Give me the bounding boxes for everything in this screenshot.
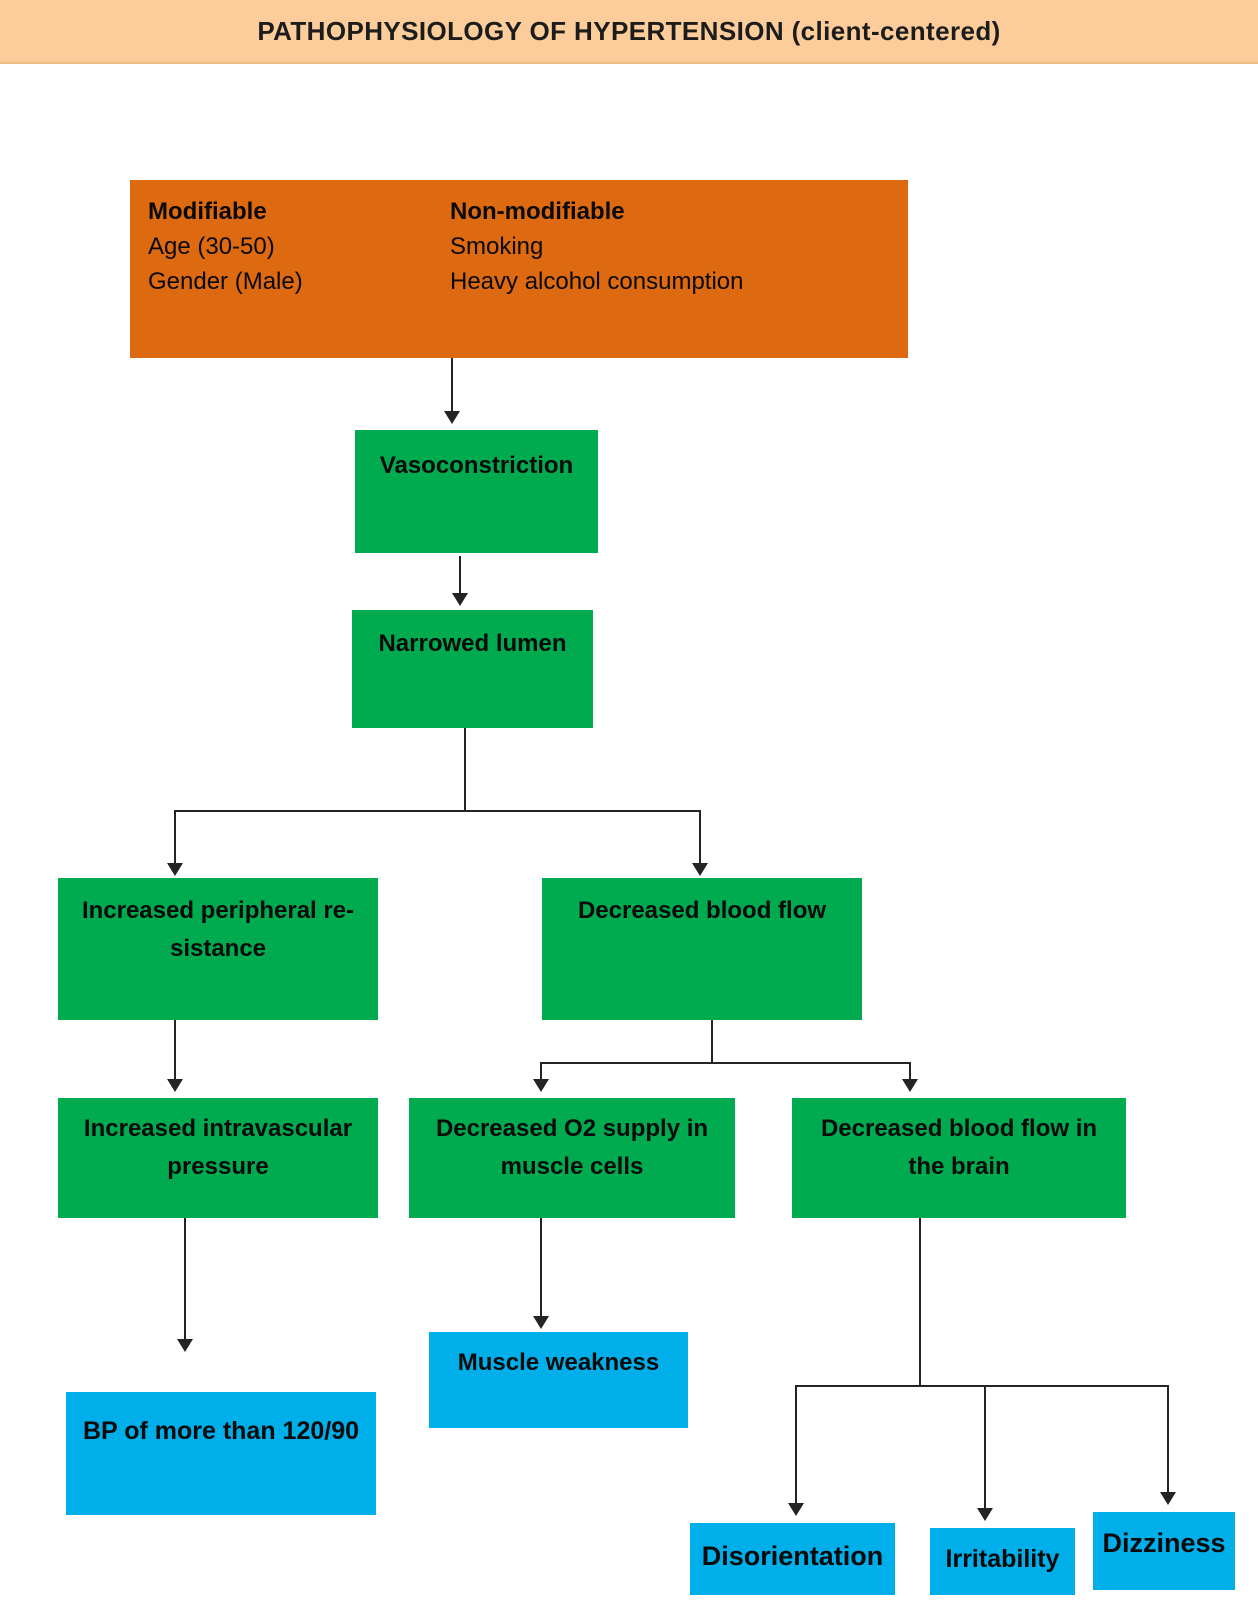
connector-blood-flow-branch-bar — [541, 1062, 911, 1064]
node-irritability: Irritability — [930, 1528, 1075, 1595]
non-modifiable-heading: Non-modifiable — [450, 198, 625, 225]
connector-branch-to-resistance — [174, 810, 176, 864]
connector-branch-to-o2-supply — [540, 1062, 542, 1080]
arrowhead-o2-supply — [533, 1079, 549, 1092]
connector-branch-to-blood-flow — [699, 810, 701, 864]
connector-branch-to-dizziness — [1167, 1385, 1169, 1492]
node-vasoconstriction: Vasoconstriction — [355, 430, 598, 553]
arrowhead-brain-flow — [902, 1079, 918, 1092]
arrowhead-decreased-blood-flow — [692, 863, 708, 876]
connector-branch-to-disorientation — [795, 1385, 797, 1503]
node-increased-intravascular-pressure: Increased intravascular pressure — [58, 1098, 378, 1218]
arrowhead-intravascular-pressure — [167, 1079, 183, 1092]
connector-narrowed-branch-bar — [175, 810, 701, 812]
arrowhead-irritability — [977, 1508, 993, 1521]
arrowhead-narrowed-lumen — [452, 593, 468, 606]
node-increased-peripheral-resistance: Increased peripheral re- sistance — [58, 878, 378, 1020]
connector-brain-branch-bar — [796, 1385, 1169, 1387]
risk-factors-box: Modifiable Age (30-50) Gender (Male) Non… — [130, 180, 908, 358]
modifiable-heading: Modifiable — [148, 198, 267, 225]
arrowhead-peripheral-resistance — [167, 863, 183, 876]
node-decreased-blood-flow-brain: Decreased blood flow in the brain — [792, 1098, 1126, 1218]
arrowhead-disorientation — [788, 1503, 804, 1516]
connector-blood-flow-branch-stem — [711, 1020, 713, 1064]
node-dizziness: Dizziness — [1093, 1512, 1235, 1590]
modifiable-item: Gender (Male) — [148, 268, 303, 295]
node-narrowed-lumen: Narrowed lumen — [352, 610, 593, 728]
header-band: PATHOPHYSIOLOGY OF HYPERTENSION (client-… — [0, 0, 1258, 64]
node-decreased-o2-supply: Decreased O2 supply in muscle cells — [409, 1098, 735, 1218]
node-bp-more-than-120-90: BP of more than 120/90 — [66, 1392, 376, 1515]
connector-pressure-to-bp — [184, 1218, 186, 1340]
node-decreased-blood-flow: Decreased blood flow — [542, 878, 862, 1020]
connector-brain-branch-stem — [919, 1218, 921, 1387]
arrowhead-bp — [177, 1339, 193, 1352]
connector-o2-to-muscle-weakness — [540, 1218, 542, 1317]
arrowhead-vasoconstriction — [444, 411, 460, 424]
node-disorientation: Disorientation — [690, 1523, 895, 1595]
arrowhead-dizziness — [1160, 1492, 1176, 1505]
modifiable-column: Modifiable Age (30-50) Gender (Male) — [148, 194, 303, 299]
non-modifiable-column: Non-modifiable Smoking Heavy alcohol con… — [450, 194, 744, 299]
node-muscle-weakness: Muscle weakness — [429, 1332, 688, 1428]
connector-vasoconstriction-to-narrowed — [459, 556, 461, 594]
modifiable-item: Age (30-50) — [148, 233, 275, 260]
non-modifiable-item: Heavy alcohol consumption — [450, 268, 744, 295]
arrowhead-muscle-weakness — [533, 1316, 549, 1329]
page-title: PATHOPHYSIOLOGY OF HYPERTENSION (client-… — [257, 15, 1001, 46]
connector-resistance-to-pressure — [174, 1020, 176, 1080]
connector-branch-to-brain-flow — [909, 1062, 911, 1080]
connector-branch-to-irritability — [984, 1385, 986, 1508]
connector-narrowed-branch-stem — [464, 728, 466, 812]
connector-risk-to-vasoconstriction — [451, 358, 453, 412]
non-modifiable-item: Smoking — [450, 233, 544, 260]
